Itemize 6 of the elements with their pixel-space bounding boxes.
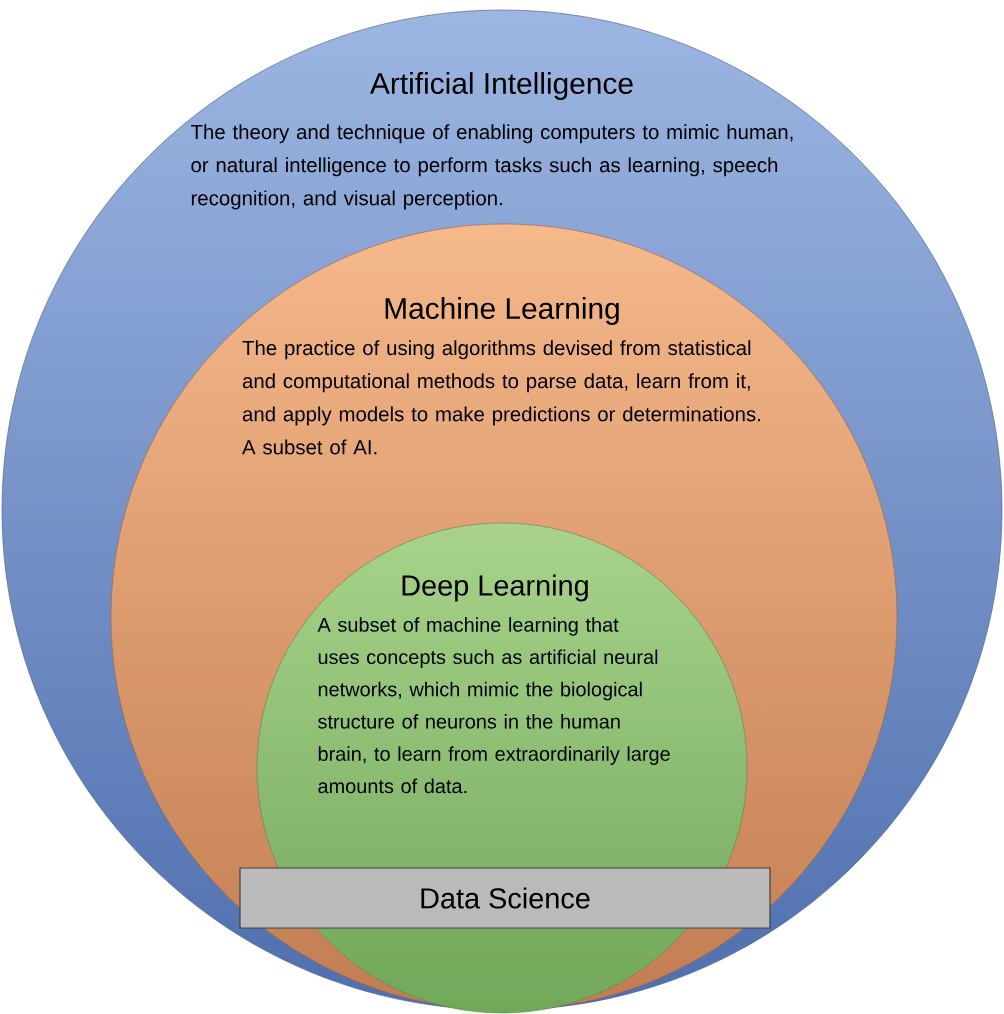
heading: Machine Learning: [385, 297, 619, 325]
description: A subset of machine learning that uses concepts such as artificial neural networks, which mimic the biological structure of neurons in the human brain, to learn from extraordinarily large amounts of data.: [317, 617, 670, 794]
heading: Deep Learning: [402, 574, 588, 602]
description: The practice of using algorithms devised from statistical and computational methods to parse data, learn from it, and apply models to make predictions or determinations. A subset of AI.: [242, 340, 760, 455]
description: The theory and technique of enabling computers to mimic human, or natural intelligence to perform tasks such as learning, speech recognition, and visual perception.: [190, 124, 793, 210]
heading: Artificial Intelligence: [370, 72, 633, 100]
